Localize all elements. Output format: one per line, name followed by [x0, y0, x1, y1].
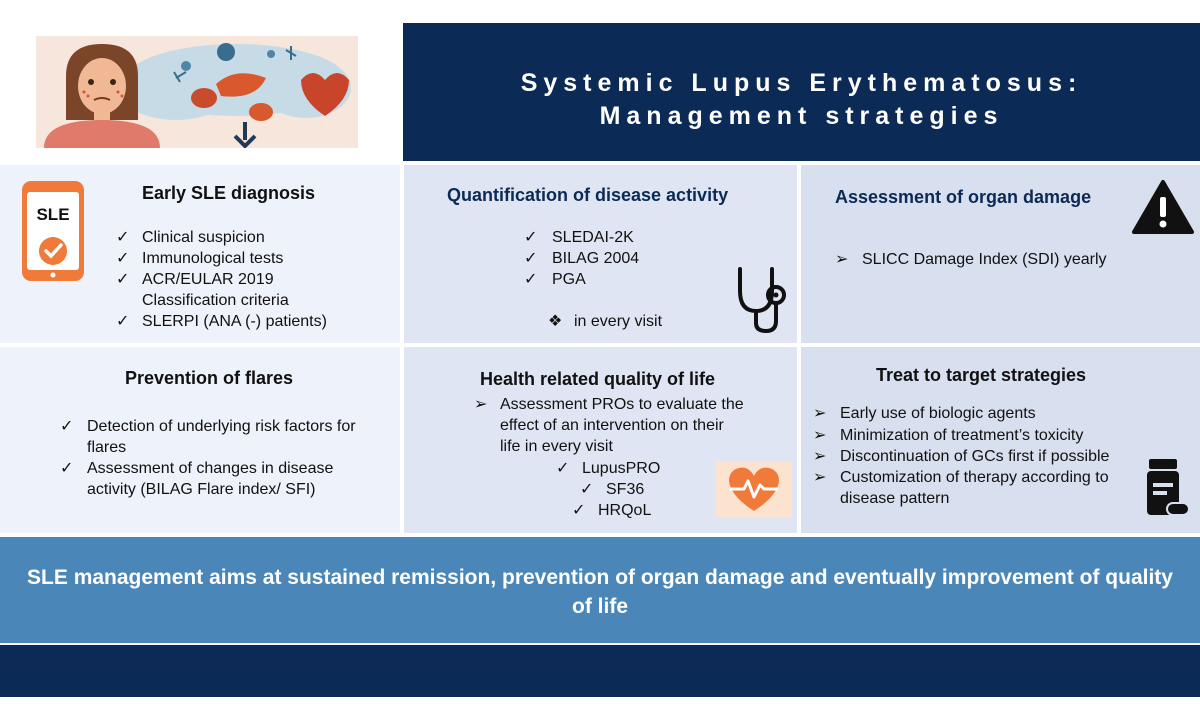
title-banner: Systemic Lupus Erythematosus: Management… — [403, 23, 1200, 161]
list-item: ➢ Customization of therapy according to … — [813, 469, 1109, 507]
arrow-bullet-icon: ➢ — [813, 469, 827, 486]
list-item: ✓ SLERPI (ANA (-) patients) — [116, 313, 327, 330]
panel-early-diagnosis: SLE Early SLE diagnosis ✓ Clinical suspi… — [0, 165, 400, 343]
page-title: Systemic Lupus Erythematosus: Management… — [403, 67, 1200, 133]
panel-title: Prevention of flares — [125, 368, 294, 388]
stethoscope-icon — [734, 265, 790, 340]
warning-triangle-icon — [1131, 179, 1195, 240]
check-icon: ✓ — [572, 502, 586, 519]
arrow-bullet-icon: ➢ — [813, 405, 827, 422]
arrow-bullet-icon: ➢ — [813, 448, 827, 465]
title-line-1: Systemic Lupus Erythematosus: — [520, 69, 1083, 97]
pill-bottle-icon — [1145, 457, 1191, 524]
panel-title: Health related quality of life — [480, 369, 716, 389]
list-item: ➢ Minimization of treatment’s toxicity — [813, 427, 1084, 444]
check-icon: ✓ — [116, 313, 130, 330]
arrow-bullet-icon: ➢ — [835, 251, 849, 268]
list-item: ✓ HRQoL — [572, 502, 652, 519]
list-item: ✓ BILAG 2004 — [524, 250, 640, 267]
footer-bar — [0, 645, 1200, 697]
panel-title: Early SLE diagnosis — [142, 183, 316, 203]
list-item: ✓ PGA — [524, 271, 586, 288]
list-item: ✓ Immunological tests — [116, 250, 284, 267]
panel-prevention-flares: Prevention of flares ✓ Detection of unde… — [0, 347, 400, 533]
list-item: ✓ SLEDAI-2K — [524, 229, 634, 246]
phone-label: SLE — [36, 205, 70, 224]
panel-treat-to-target: Treat to target strategies ➢ Early use o… — [801, 347, 1200, 533]
heart-pulse-icon — [716, 461, 792, 517]
list-item: ➢ Assessment PROs to evaluate the effect… — [474, 396, 744, 455]
arrow-bullet-icon: ➢ — [813, 427, 827, 444]
list-item: ✓ SF36 — [580, 481, 645, 498]
check-icon: ✓ — [60, 460, 74, 477]
panel-title: Treat to target strategies — [876, 365, 1087, 385]
panel-disease-activity: Quantification of disease activity ✓ SLE… — [404, 165, 797, 343]
list-item: ➢ Discontinuation of GCs first if possib… — [813, 448, 1110, 465]
check-icon: ✓ — [60, 418, 74, 435]
diamond-bullet-icon: ❖ — [548, 313, 563, 330]
list-item: ✓ Clinical suspicion — [116, 229, 265, 246]
check-icon: ✓ — [556, 460, 570, 477]
arrow-bullet-icon: ➢ — [474, 396, 488, 413]
list-item: ➢ SLICC Damage Index (SDI) yearly — [835, 251, 1107, 268]
title-line-2: Management strategies — [599, 102, 1004, 130]
check-icon: ✓ — [116, 229, 130, 246]
note-item: ❖ in every visit — [548, 313, 663, 330]
list-item: ✓ LupusPRO — [556, 460, 661, 477]
list-item: ✓ ACR/EULAR 2019 Classification criteria — [116, 271, 289, 309]
check-icon: ✓ — [524, 271, 538, 288]
list-item: ➢ Early use of biologic agents — [813, 405, 1036, 422]
check-icon: ✓ — [524, 229, 538, 246]
illustration-art — [44, 43, 351, 149]
list-item: ✓ Detection of underlying risk factors f… — [60, 418, 356, 456]
check-icon: ✓ — [524, 250, 538, 267]
panel-quality-of-life: Health related quality of life ➢ Assessm… — [404, 347, 797, 533]
list-item: ✓ Assessment of changes in disease activ… — [60, 460, 334, 498]
check-icon: ✓ — [580, 481, 594, 498]
conclusion-banner: SLE management aims at sustained remissi… — [0, 537, 1200, 643]
phone-check-icon — [22, 181, 84, 286]
check-icon: ✓ — [116, 271, 130, 288]
panel-title: Quantification of disease activity — [447, 185, 729, 205]
panel-title: Assessment of organ damage — [835, 187, 1092, 207]
panel-organ-damage: Assessment of organ damage ➢ SLICC Damag… — [801, 165, 1200, 343]
patient-organs-illustration — [36, 36, 358, 149]
check-icon: ✓ — [116, 250, 130, 267]
conclusion-text: SLE management aims at sustained remissi… — [27, 566, 1173, 618]
